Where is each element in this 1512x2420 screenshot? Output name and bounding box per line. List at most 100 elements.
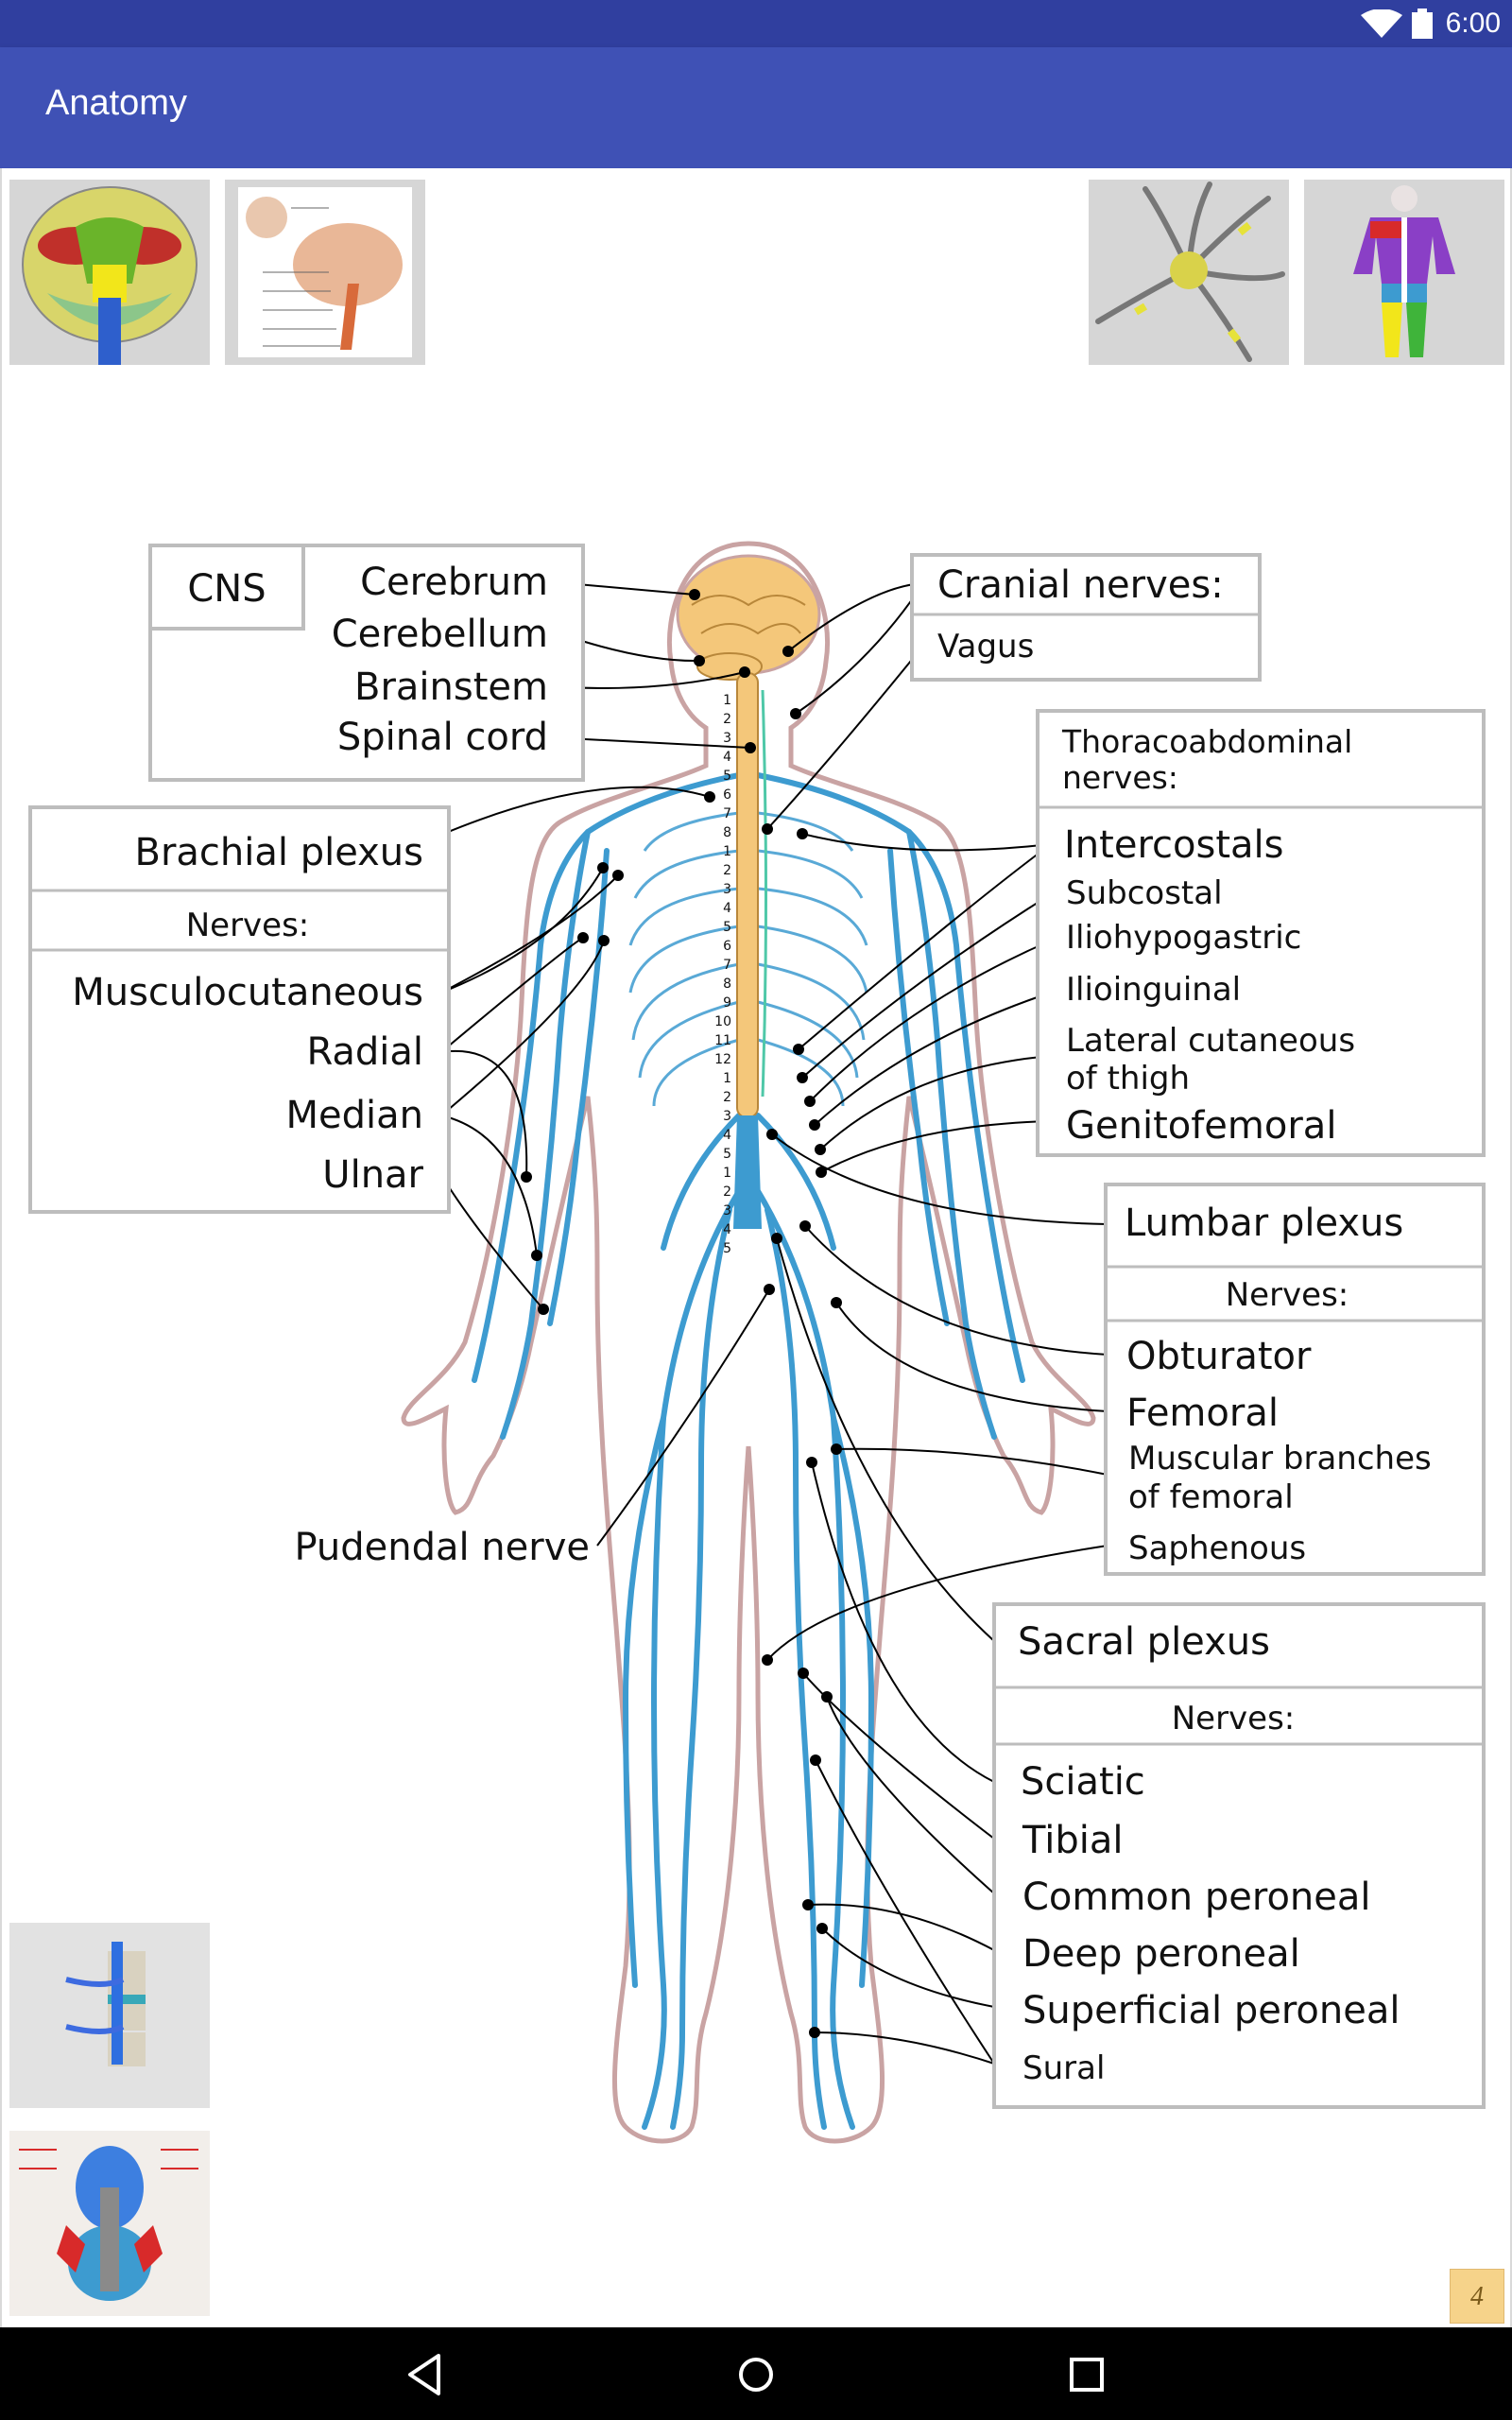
iliohypogastric-label: Iliohypogastric bbox=[1066, 919, 1301, 957]
leader-lines bbox=[440, 582, 1108, 2065]
brachial-nerves-subheader: Nerves: bbox=[186, 907, 310, 944]
leader-dots bbox=[521, 589, 842, 2038]
pathways-icon bbox=[9, 2131, 210, 2316]
sacral-plexus-box: Sacral plexus Nerves: Sciatic Tibial Com… bbox=[992, 1602, 1486, 2109]
vertebra-number: 10 bbox=[714, 1014, 731, 1029]
vertebra-number: 11 bbox=[714, 1033, 731, 1048]
brachial-plexus-header: Brachial plexus bbox=[135, 831, 423, 874]
thoracoabdominal-header-1: Thoracoabdominal bbox=[1061, 723, 1352, 760]
cranial-nerves-header: Cranial nerves: bbox=[937, 563, 1224, 607]
subcostal-label: Subcostal bbox=[1066, 874, 1223, 912]
vertebra-number: 9 bbox=[723, 995, 731, 1011]
vertebra-number: 3 bbox=[723, 1109, 731, 1124]
thoracoabdominal-header-2: nerves: bbox=[1062, 759, 1178, 796]
cranial-nerves-box: Cranial nerves: Vagus bbox=[910, 553, 1262, 682]
sacral-nerves-subheader: Nerves: bbox=[1172, 1700, 1296, 1737]
spinal-pathways-thumbnail[interactable] bbox=[9, 2131, 210, 2316]
obturator-label: Obturator bbox=[1126, 1335, 1312, 1378]
dermatome-icon bbox=[1353, 185, 1455, 357]
lumbar-plexus-header: Lumbar plexus bbox=[1125, 1201, 1403, 1245]
back-button[interactable] bbox=[397, 2346, 454, 2403]
lumbar-plexus-box: Lumbar plexus Nerves: Obturator Femoral … bbox=[1104, 1183, 1486, 1576]
saphenous-label: Saphenous bbox=[1128, 1530, 1306, 1567]
sciatic-label: Sciatic bbox=[1021, 1760, 1145, 1804]
navigation-bar bbox=[0, 2327, 1512, 2420]
vertebra-number: 1 bbox=[723, 1071, 731, 1086]
vertebra-number: 7 bbox=[723, 958, 731, 973]
neuron-icon bbox=[1095, 182, 1285, 362]
vertebra-number: 2 bbox=[723, 1184, 731, 1200]
vertebra-number: 1 bbox=[723, 693, 731, 708]
thoracoabdominal-box: Thoracoabdominal nerves: Intercostals Su… bbox=[1036, 709, 1486, 1157]
vertebra-number: 6 bbox=[723, 939, 731, 954]
page-indicator: 4 bbox=[1450, 2269, 1504, 2324]
musculocutaneous-label: Musculocutaneous bbox=[72, 971, 423, 1014]
vertebra-icon bbox=[9, 1923, 210, 2108]
vertebra-number: 7 bbox=[723, 806, 731, 821]
battery-icon bbox=[1412, 9, 1433, 39]
peripheral-nerves bbox=[472, 772, 1025, 2130]
vertebra-number: 3 bbox=[723, 882, 731, 897]
vertebra-number: 2 bbox=[723, 712, 731, 727]
app-bar: Anatomy bbox=[0, 47, 1512, 168]
vertebra-number: 12 bbox=[714, 1052, 731, 1067]
vertebra-number: 4 bbox=[723, 750, 731, 765]
dermatomes-thumbnail[interactable] bbox=[1304, 180, 1504, 365]
spinal-cord bbox=[736, 672, 759, 1118]
status-time: 6:00 bbox=[1445, 8, 1501, 39]
vertebra-number: 1 bbox=[723, 844, 731, 859]
common-peroneal-label: Common peroneal bbox=[1022, 1876, 1371, 1919]
home-button[interactable] bbox=[728, 2346, 784, 2403]
vertebra-number: 2 bbox=[723, 863, 731, 878]
brainstem-icon bbox=[238, 187, 412, 357]
cerebrum-label: Cerebrum bbox=[360, 561, 548, 604]
vertebra-number: 5 bbox=[723, 769, 731, 784]
cns-header: CNS bbox=[187, 567, 266, 611]
lumbar-nerves-subheader: Nerves: bbox=[1226, 1276, 1349, 1314]
cerebellum-label: Cerebellum bbox=[332, 613, 548, 656]
vertebra-number: 5 bbox=[723, 1241, 731, 1256]
brainstem-label: Brainstem bbox=[354, 666, 548, 709]
recents-button[interactable] bbox=[1058, 2346, 1115, 2403]
tibial-label: Tibial bbox=[1022, 1819, 1123, 1862]
vertebra-number: 4 bbox=[723, 901, 731, 916]
sacral-plexus-header: Sacral plexus bbox=[1018, 1620, 1270, 1664]
femoral-label: Femoral bbox=[1126, 1392, 1279, 1435]
vertebra-number: 4 bbox=[723, 1222, 731, 1237]
vertebra-number: 8 bbox=[723, 977, 731, 992]
vertebra-number: 3 bbox=[723, 731, 731, 746]
vagus-label: Vagus bbox=[937, 628, 1034, 666]
lateral-cutaneous-label-1: Lateral cutaneous bbox=[1066, 1022, 1355, 1060]
vertebra-number: 5 bbox=[723, 920, 731, 935]
median-label: Median bbox=[286, 1094, 424, 1137]
brain-cross-section-thumbnail[interactable] bbox=[9, 180, 210, 365]
wifi-icon bbox=[1361, 9, 1402, 38]
body-silhouette bbox=[401, 541, 1096, 2144]
muscular-branches-label-2: of femoral bbox=[1128, 1478, 1294, 1516]
vertebra-number: 8 bbox=[723, 825, 731, 840]
radial-label: Radial bbox=[306, 1030, 423, 1074]
spinal-cord-label: Spinal cord bbox=[337, 716, 548, 759]
cns-box: CNS Cerebrum Cerebellum Brainstem Spinal… bbox=[148, 544, 585, 782]
deep-peroneal-label: Deep peroneal bbox=[1022, 1932, 1300, 1976]
brainstem-thumbnail[interactable] bbox=[225, 180, 425, 365]
superficial-peroneal-label: Superficial peroneal bbox=[1022, 1989, 1400, 2032]
ulnar-label: Ulnar bbox=[322, 1153, 423, 1197]
brachial-plexus-box: Brachial plexus Nerves: Musculocutaneous… bbox=[28, 805, 451, 1214]
pudendal-nerve-label: Pudendal nerve bbox=[294, 1526, 590, 1569]
vertebra-number: 6 bbox=[723, 787, 731, 803]
vertebra-number: 2 bbox=[723, 1090, 731, 1105]
lateral-cutaneous-label-2: of thigh bbox=[1066, 1060, 1190, 1098]
neuron-thumbnail[interactable] bbox=[1089, 180, 1289, 365]
vertebra-number: 5 bbox=[723, 1147, 731, 1162]
spinal-vertebra-thumbnail[interactable] bbox=[9, 1923, 210, 2108]
sural-label: Sural bbox=[1022, 2049, 1105, 2087]
intercostals-label: Intercostals bbox=[1064, 823, 1283, 867]
brain-icon bbox=[22, 186, 198, 365]
vertebra-number: 4 bbox=[723, 1128, 731, 1143]
genitofemoral-label: Genitofemoral bbox=[1066, 1104, 1336, 1148]
brain bbox=[676, 554, 821, 681]
